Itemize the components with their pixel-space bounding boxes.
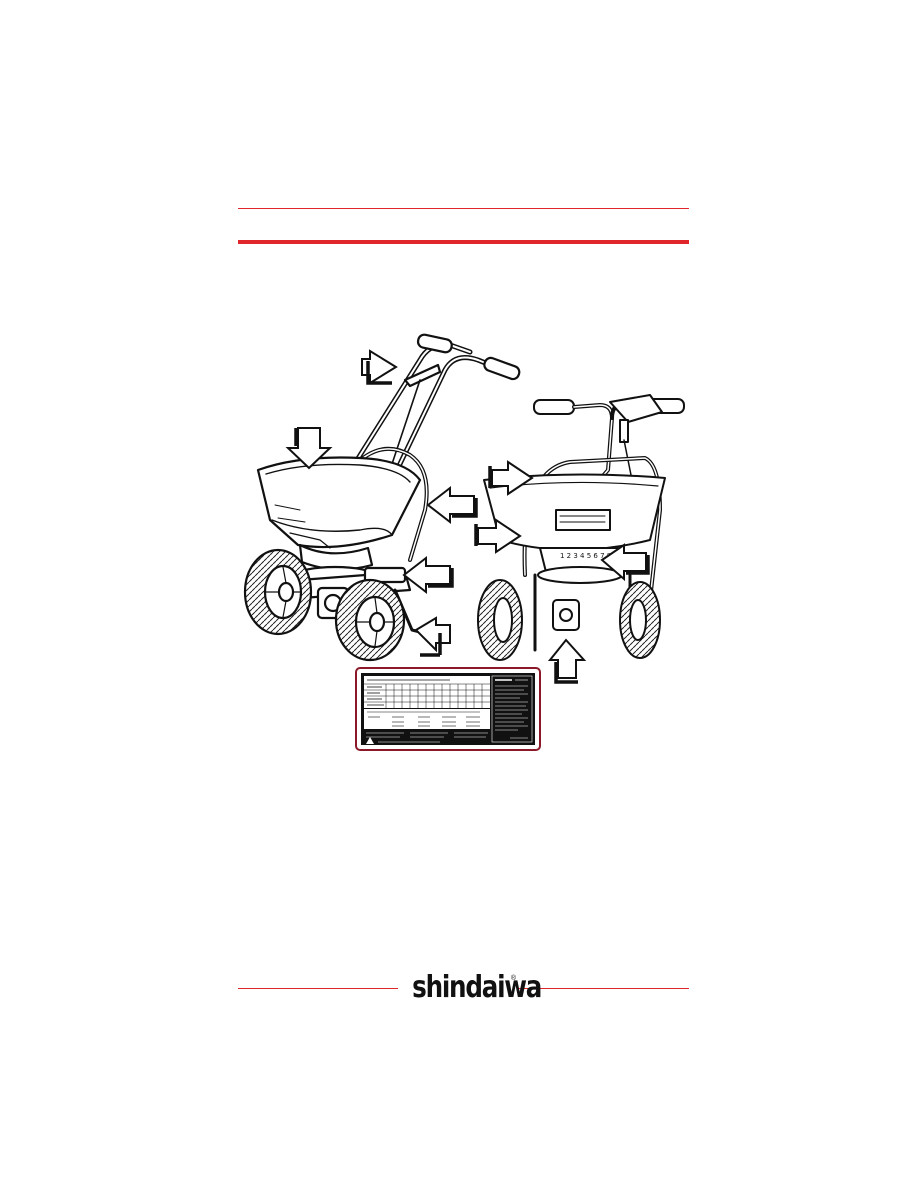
shindaiwa-logo: shindaiwa ® — [398, 968, 518, 1008]
callout-arrow-lever — [362, 351, 396, 383]
registered-mark: ® — [511, 975, 516, 982]
rate-setting-decal — [356, 668, 540, 750]
logo-wordmark: shindaiwa — [412, 968, 541, 1008]
callout-arrow-kickstand — [416, 618, 450, 655]
callout-arrow-rate-control — [404, 558, 452, 592]
callout-arrow-side-pin — [428, 488, 476, 522]
callout-arrow-gearbox — [550, 640, 584, 682]
